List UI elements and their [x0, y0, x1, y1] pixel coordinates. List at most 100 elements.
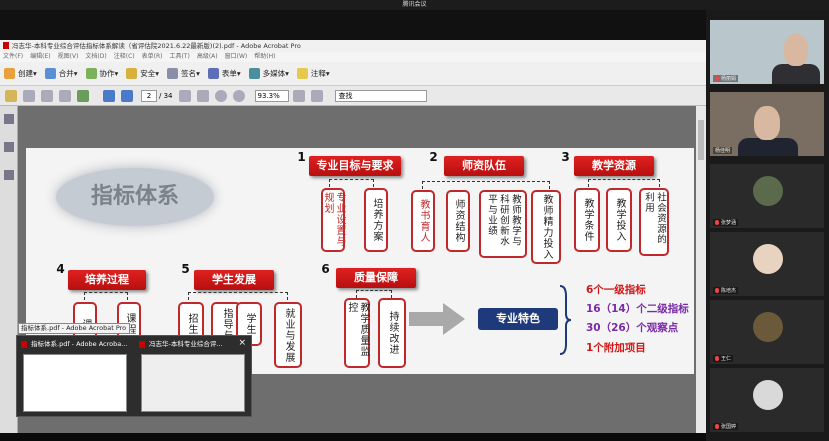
person-body	[772, 64, 820, 84]
security-button[interactable]: 安全 ▾	[126, 68, 159, 79]
group-header: 教学资源	[574, 156, 654, 176]
tree-connector	[588, 179, 660, 187]
menu-file[interactable]: 文件(F)	[3, 53, 24, 60]
participant-name: 杨佳明	[713, 147, 733, 154]
page-number-input[interactable]: 2	[141, 89, 157, 102]
participants-panel: 杨丽娟 杨佳明 张梦涵 陈培杰 王仁 张国婷	[706, 10, 829, 441]
film-icon	[248, 68, 260, 79]
next-page-icon[interactable]	[121, 89, 133, 102]
group-header: 培养过程	[68, 270, 146, 290]
lock-icon	[126, 68, 138, 79]
find-input[interactable]: 查找	[334, 89, 427, 102]
mic-icon	[715, 76, 719, 81]
indicator-box: 社会资源的利用	[639, 188, 669, 256]
print-icon[interactable]	[23, 89, 35, 102]
participant-tile[interactable]: 张国婷	[710, 368, 824, 432]
indicator-box: 教师精力投入	[531, 190, 561, 264]
group-header: 专业目标与要求	[309, 156, 401, 176]
bookmarks-icon[interactable]	[4, 142, 14, 152]
pdf-icon	[3, 42, 9, 49]
collaborate-button[interactable]: 协作 ▾	[85, 68, 118, 79]
hand-tool-icon[interactable]	[178, 89, 191, 102]
group-number: 5	[181, 262, 190, 276]
forms-button[interactable]: 表单 ▾	[207, 68, 241, 79]
group-number: 1	[297, 150, 306, 164]
signatures-icon[interactable]	[4, 170, 14, 180]
zoom-level[interactable]: 93.3%	[254, 89, 289, 102]
sign-button[interactable]: 签名 ▾	[167, 68, 200, 79]
window-thumbnail[interactable]: 指标体系.pdf - Adobe Acroba...	[19, 338, 131, 416]
multimedia-button[interactable]: 多媒体 ▾	[248, 68, 289, 79]
participant-name: 张梦涵	[713, 219, 739, 226]
participant-name: 陈培杰	[713, 287, 739, 294]
menu-comments[interactable]: 注释(C)	[113, 53, 135, 60]
save-icon[interactable]	[41, 89, 53, 102]
indicator-box: 教学投入	[606, 188, 632, 252]
menu-edit[interactable]: 编辑(E)	[30, 53, 51, 60]
close-icon[interactable]: ×	[238, 338, 246, 348]
tree-connector	[422, 181, 550, 189]
indicator-box: 师资结构	[446, 190, 470, 252]
acrobat-title-bar: 冯志华-本科专业综合评估指标体系解读（省评估院2021.6.22最新版)(2).…	[0, 40, 706, 52]
menu-window[interactable]: 窗口(W)	[224, 53, 248, 60]
group-number: 4	[56, 262, 65, 276]
prev-page-icon[interactable]	[103, 89, 115, 102]
menu-view[interactable]: 视图(V)	[57, 53, 79, 60]
window-thumbnail[interactable]: 冯志华-本科专业综合评... ×	[137, 338, 249, 416]
zoom-in-icon[interactable]	[232, 89, 245, 102]
email-icon[interactable]	[59, 89, 71, 102]
participant-name: 张国婷	[713, 423, 739, 430]
pages-icon[interactable]	[4, 114, 14, 124]
group-number: 2	[429, 150, 438, 164]
zoom-tool-icon[interactable]	[196, 89, 209, 102]
participant-name-text: 张国婷	[721, 424, 737, 430]
vertical-scrollbar[interactable]	[696, 106, 706, 441]
participant-name-text: 陈培杰	[721, 288, 737, 294]
avatar	[753, 312, 783, 342]
taskbar-window-preview: 指标体系.pdf - Adobe Acroba... 冯志华-本科专业综合评..…	[16, 335, 252, 417]
share-icon[interactable]	[77, 89, 89, 102]
scroll-thumb[interactable]	[698, 120, 704, 160]
window-tooltip: 指标体系.pdf - Adobe Acrobat Pro	[18, 323, 130, 334]
open-icon[interactable]	[5, 89, 17, 102]
pen-icon	[167, 68, 179, 79]
acrobat-menu-bar: 文件(F) 编辑(E) 视图(V) 文档(D) 注释(C) 表单(R) 工具(T) 高级(A)…	[0, 52, 706, 62]
zoom-out-icon[interactable]	[214, 89, 227, 102]
bottom-strip	[0, 433, 706, 441]
slide-title: 指标体系	[90, 184, 179, 209]
thumbnail-title: 指标体系.pdf - Adobe Acroba...	[19, 338, 131, 350]
thumbnail-image	[23, 354, 127, 412]
multimedia-label: 多媒体	[262, 69, 286, 78]
combine-button[interactable]: 合并 ▾	[44, 68, 78, 79]
menu-document[interactable]: 文档(D)	[85, 53, 107, 60]
fit-width-icon[interactable]	[310, 89, 323, 102]
mic-icon	[715, 220, 719, 225]
comment-button[interactable]: 注释 ▾	[296, 68, 330, 79]
menu-help[interactable]: 帮助(H)	[254, 53, 276, 60]
participant-tile[interactable]: 陈培杰	[710, 232, 824, 296]
fit-page-icon[interactable]	[292, 89, 305, 102]
participant-name-text: 杨佳明	[715, 148, 731, 154]
menu-tools[interactable]: 工具(T)	[169, 53, 190, 60]
indicator-box: 专业设置与规划	[321, 188, 345, 252]
group-number: 3	[561, 150, 570, 164]
thumbnail-title: 冯志华-本科专业综合评...	[137, 338, 249, 350]
group-header: 学生发展	[194, 270, 274, 290]
indicator-box: 教学条件	[574, 188, 600, 252]
summary-line: 30（26）个观察点	[586, 320, 678, 335]
group-header: 质量保障	[336, 268, 416, 288]
create-button[interactable]: 创建 ▾	[4, 68, 37, 79]
create-label: 创建	[18, 69, 33, 78]
thumbnail-image	[141, 354, 245, 412]
menu-forms[interactable]: 表单(R)	[141, 53, 163, 60]
participant-tile[interactable]: 王仁	[710, 300, 824, 364]
arrow-graphic	[409, 303, 465, 335]
participant-video[interactable]: 杨佳明	[710, 92, 824, 156]
acrobat-nav-toolbar: 2 / 34 93.3% 查找	[0, 86, 706, 106]
participant-video[interactable]: 杨丽娟	[710, 20, 824, 84]
form-icon	[207, 68, 219, 79]
combine-label: 合并	[58, 69, 74, 78]
feature-box: 专业特色	[478, 308, 558, 330]
participant-tile[interactable]: 张梦涵	[710, 164, 824, 228]
menu-advanced[interactable]: 高级(A)	[196, 53, 218, 60]
